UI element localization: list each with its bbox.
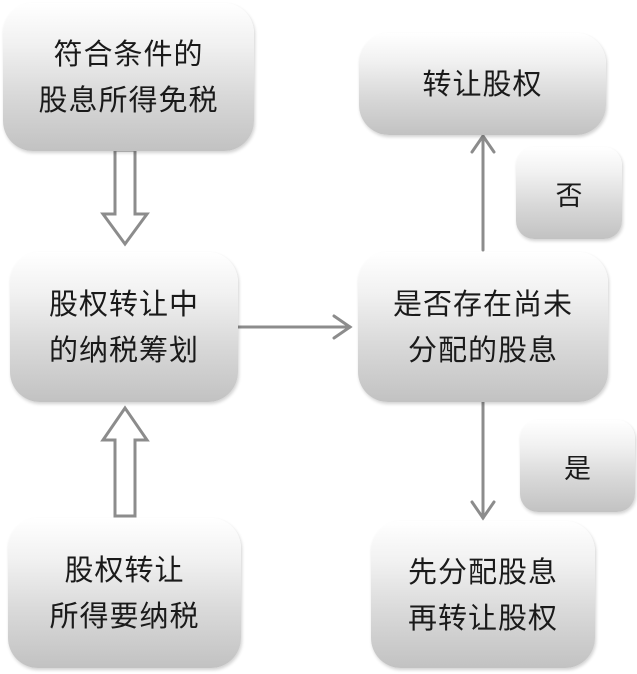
transfer-equity-line-1: 转让股权	[422, 67, 543, 101]
question-line-1: 是否存在尚未	[392, 287, 573, 321]
tax-exempt-line-2: 股息所得免税	[38, 83, 219, 117]
no-label: 否	[555, 180, 583, 212]
tax-planning-line-1: 股权转让中	[48, 287, 199, 321]
tax-exempt-box: 符合条件的 股息所得免税	[3, 3, 254, 151]
tax-planning-line-2: 的纳税筹划	[48, 333, 199, 367]
no-label-box: 否	[516, 147, 622, 239]
transfer-equity-box: 转让股权	[359, 33, 606, 135]
question-line-2: 分配的股息	[407, 333, 558, 367]
taxable-line-1: 股权转让	[64, 553, 185, 587]
tax-planning-box: 股权转让中 的纳税筹划	[10, 252, 238, 402]
yes-label-box: 是	[520, 420, 635, 512]
yes-label: 是	[564, 453, 591, 485]
up-arrow-no	[470, 133, 496, 252]
tax-exempt-line-1: 符合条件的	[53, 37, 204, 71]
distribute-first-line-1: 先分配股息	[407, 554, 558, 589]
distribute-first-box: 先分配股息 再转让股权	[371, 521, 595, 668]
taxable-box: 股权转让 所得要纳税	[8, 518, 241, 668]
right-arrow	[236, 314, 353, 340]
distribute-first-line-2: 再转让股权	[407, 600, 558, 635]
down-block-arrow	[100, 148, 150, 247]
up-block-arrow	[100, 405, 150, 518]
taxable-line-2: 所得要纳税	[49, 599, 200, 633]
down-arrow-yes	[470, 400, 496, 521]
question-box: 是否存在尚未 分配的股息	[358, 252, 608, 402]
